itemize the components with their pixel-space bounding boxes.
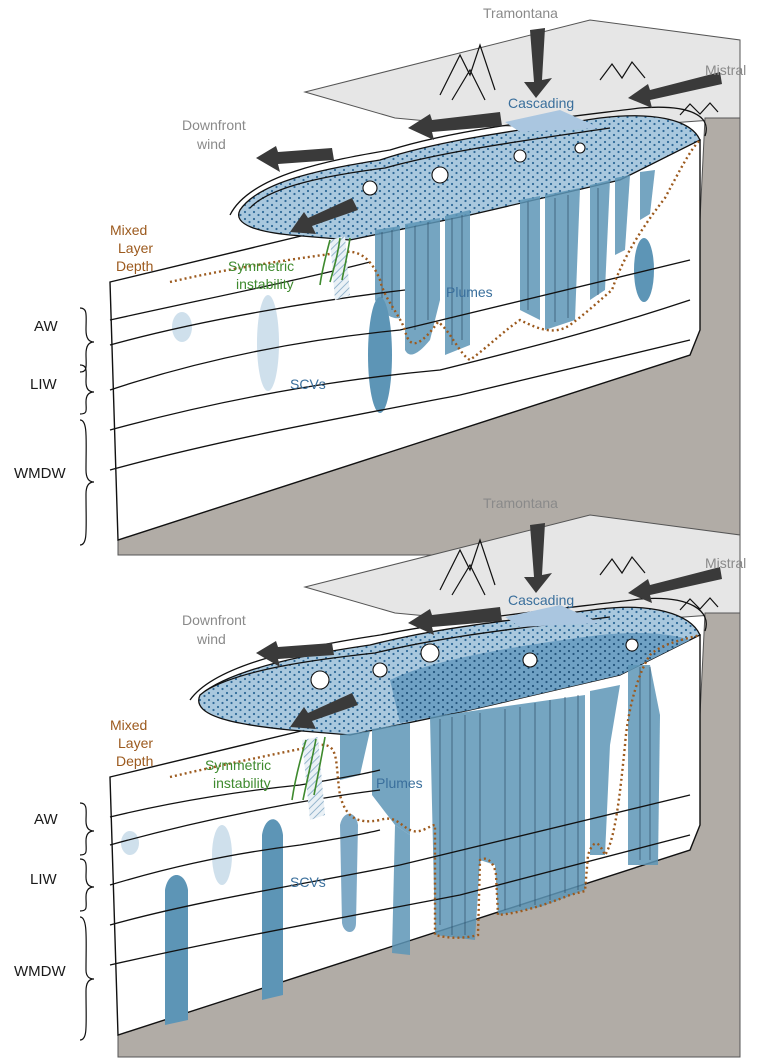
plumes-group: [340, 665, 660, 955]
tramontana-arrow: [524, 28, 552, 98]
surface-arrow: [290, 198, 358, 234]
label-instability: instability: [213, 775, 271, 791]
cascading-flow: [505, 110, 600, 132]
label-tramontana: Tramontana: [483, 495, 558, 511]
label-cascading: Cascading: [508, 592, 574, 608]
scv-lens: [634, 238, 654, 302]
cascading-flow: [505, 605, 600, 627]
label-plumes: Plumes: [446, 284, 493, 300]
label-mixed: Mixed: [110, 222, 147, 238]
scv-lens: [257, 295, 279, 391]
label-cascading: Cascading: [508, 95, 574, 111]
panel-top: Tramontana Mistral Cascading Downfront w…: [14, 5, 746, 556]
scv-lens: [212, 825, 232, 885]
downfront-wind-arrow: [256, 146, 334, 172]
brace-liw: [79, 364, 95, 415]
label-wind: wind: [196, 631, 226, 647]
label-downfront: Downfront: [182, 612, 246, 628]
instability-zone: [302, 737, 325, 820]
downfront-wind-arrow: [256, 641, 334, 667]
label-depth: Depth: [116, 258, 153, 274]
label-mistral: Mistral: [705, 555, 746, 571]
label-depth: Depth: [116, 753, 153, 769]
tramontana-arrow: [524, 523, 552, 593]
label-aw: AW: [34, 811, 58, 828]
label-liw: LIW: [30, 871, 58, 888]
label-downfront: Downfront: [182, 117, 246, 133]
label-mixed: Mixed: [110, 717, 147, 733]
label-aw: AW: [34, 318, 58, 335]
cascading-arrow: [408, 607, 502, 635]
scv-lens: [121, 831, 139, 855]
brace-wmdw: [79, 419, 95, 546]
brace-aw: [79, 307, 95, 373]
label-wmdw: WMDW: [14, 465, 66, 482]
land-surface: [303, 19, 741, 129]
label-scvs: SCVs: [290, 376, 326, 392]
scv-column: [262, 819, 283, 1000]
label-symmetric: Symmetric: [205, 757, 271, 773]
label-wmdw: WMDW: [14, 963, 66, 980]
label-wind: wind: [196, 136, 226, 152]
label-liw: LIW: [30, 376, 58, 393]
label-tramontana: Tramontana: [483, 5, 558, 21]
mistral-arrow: [628, 72, 722, 108]
brace-liw: [79, 858, 95, 912]
panel-bottom: Tramontana Mistral Cascading Downfront w…: [14, 495, 746, 1058]
label-layer: Layer: [118, 735, 153, 751]
mistral-arrow: [628, 567, 722, 603]
label-scvs: SCVs: [290, 874, 326, 890]
surface-arrow: [290, 693, 358, 729]
scv-lens: [368, 297, 392, 413]
mountain-icon: [439, 43, 719, 116]
label-symmetric: Symmetric: [228, 258, 294, 274]
instability-zone: [330, 236, 350, 300]
brace-wmdw: [79, 916, 95, 1041]
cascading-arrow: [408, 112, 502, 140]
scv-column: [340, 813, 358, 932]
surface-dense-core: [390, 632, 690, 723]
brace-aw: [79, 802, 95, 856]
label-instability: instability: [236, 276, 294, 292]
label-plumes: Plumes: [376, 775, 423, 791]
label-layer: Layer: [118, 240, 153, 256]
label-mistral: Mistral: [705, 62, 746, 78]
plumes-group: [375, 170, 655, 355]
mountain-icon: [439, 538, 719, 611]
